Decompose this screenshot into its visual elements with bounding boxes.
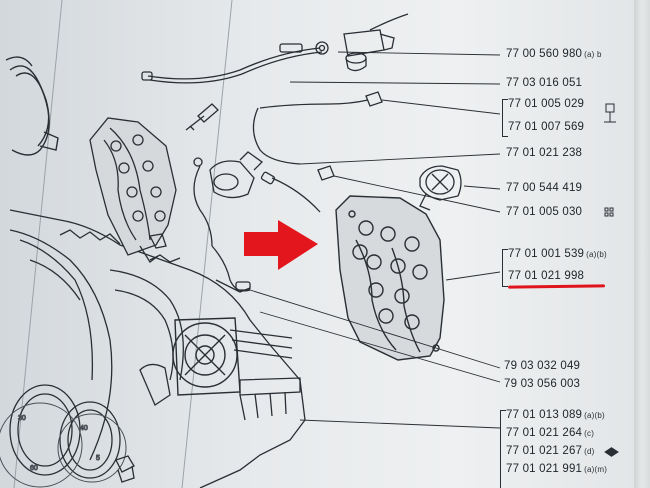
wire-harness-top (141, 41, 329, 84)
housing-connector (172, 317, 241, 396)
part-number: 79 03 056 003 (504, 378, 581, 390)
screw-top (185, 103, 219, 131)
part-number: 77 01 021 991(a)(m) (506, 463, 608, 475)
bracket-line (502, 99, 508, 137)
svg-text:30: 30 (18, 415, 26, 422)
bulb-holder-top (343, 13, 409, 72)
svg-text:5: 5 (96, 455, 100, 462)
part-number: 77 01 007 569 (508, 121, 585, 133)
part-number: 79 03 032 049 (504, 360, 581, 372)
part-number-highlighted: 77 01 021 998 (508, 270, 585, 282)
small-bulb-holder (252, 91, 383, 165)
part-number: 77 01 021 238 (506, 147, 583, 159)
bracket-line (500, 410, 506, 488)
part-number: 77 01 001 539(a)(b) (508, 248, 607, 260)
frame-line-mid (181, 0, 233, 488)
dots-symbol-icon (604, 207, 614, 217)
svg-text:40: 40 (80, 425, 88, 432)
bulb-holder-right (419, 165, 462, 211)
nut-bottom (115, 455, 135, 483)
double-arrow-symbol-icon (604, 447, 619, 457)
wire-harness-lower (139, 233, 251, 293)
part-number: 77 01 021 267(d) (506, 445, 595, 457)
part-number: 77 00 544 419 (506, 182, 583, 194)
part-number: 77 01 005 029 (508, 98, 585, 110)
bracket-symbol-icon (604, 103, 616, 123)
part-number: 77 01 013 089(a)(b) (506, 409, 605, 421)
page-edge (634, 0, 650, 488)
symbol-glyphs (604, 103, 619, 457)
part-number: 77 03 016 051 (506, 77, 583, 89)
part-number: 77 01 021 264(c) (506, 427, 595, 439)
printed-circuit-board-main (335, 195, 445, 361)
bracket-line (502, 249, 508, 287)
red-underline (507, 284, 606, 289)
socket-connector (193, 151, 321, 247)
leader-lines (249, 51, 501, 429)
clamp-ring (5, 56, 59, 156)
printed-circuit-board-left (89, 117, 177, 256)
svg-text:60: 60 (30, 465, 38, 472)
part-number: 77 01 005 030 (506, 206, 583, 218)
part-number: 77 00 560 980(a) b (506, 48, 602, 60)
red-right-arrow-icon (244, 220, 318, 270)
dial-faces: 30 60 40 5 (0, 402, 127, 488)
